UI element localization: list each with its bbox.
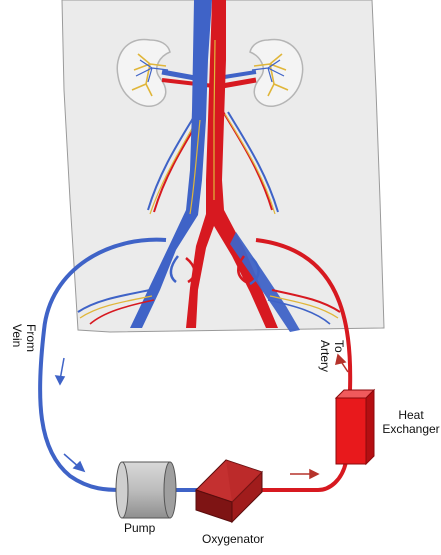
ecmo-circuit-tubing [38,237,167,492]
to-artery-label: To Artery [318,340,346,400]
right-kidney [249,38,304,107]
flow-arrow-from-vein [54,357,86,473]
heat-exchanger-icon [334,388,376,466]
left-iliac-vein [230,232,300,332]
flow-arrow-to-artery [335,353,349,373]
pelvic-branches [77,255,341,325]
heat-exchanger-label: Heat Exchanger [382,408,440,436]
from-vein-line-1: From [24,324,38,352]
heat-exchanger-line-1: Heat [398,408,424,422]
to-artery-line-2: Artery [318,340,332,373]
from-vein-line-2: Vein [10,324,24,348]
left-kidney [116,38,171,107]
flow-arrow-oxygenated [290,468,320,480]
from-vein-label: From Vein [10,324,38,384]
pump-icon [115,461,177,519]
pump-label: Pump [124,521,156,535]
aorta [186,0,278,328]
oxygenator-label: Oxygenator [202,532,265,546]
to-artery-line-1: To [332,340,346,353]
heat-exchanger-line-2: Exchanger [382,422,440,436]
return-to-artery-tubing [255,238,353,391]
nerve-traces [189,39,216,215]
oxygenator-icon [195,459,263,524]
oxygenator-exchanger-tubing [262,461,348,492]
